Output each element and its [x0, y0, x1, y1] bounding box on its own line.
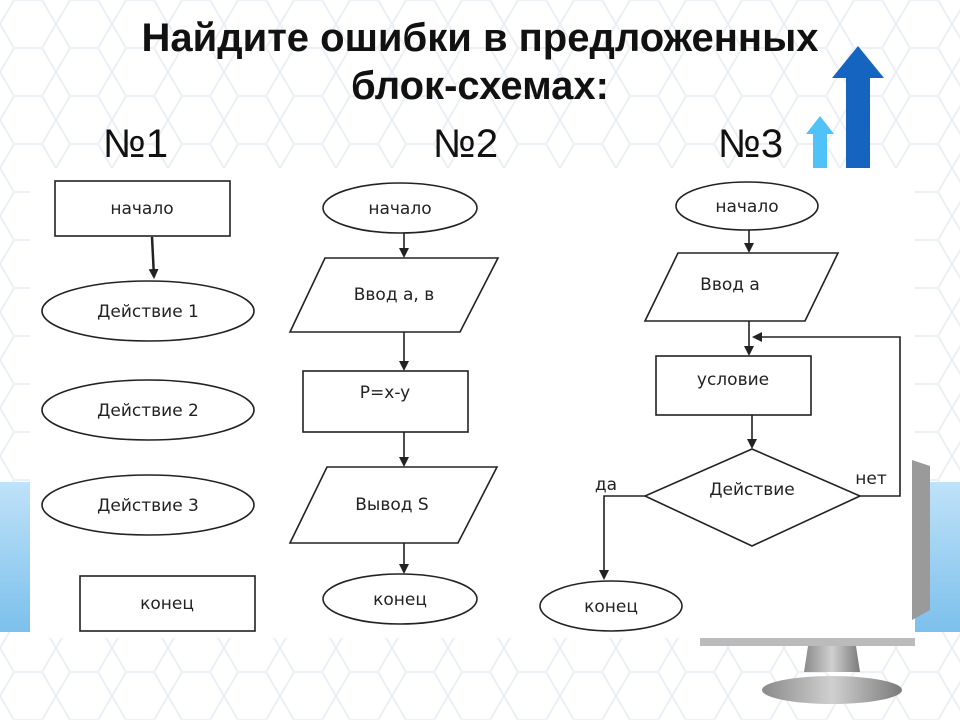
- fc1-start-text: начало: [110, 199, 173, 219]
- fc1-action-2: [41, 379, 255, 441]
- up-arrow-icon: [806, 46, 884, 168]
- diagram-2-label: №2: [433, 122, 499, 166]
- fc1-end-text: конец: [140, 594, 194, 614]
- fc2-input-text: Ввод а, в: [354, 285, 434, 305]
- fc1-action-3-text: Действие 3: [97, 496, 199, 516]
- fc2-process-text: P=x-y: [360, 383, 410, 403]
- fc1-action-1-text: Действие 1: [97, 302, 199, 322]
- fc2-input-block: [288, 257, 500, 333]
- diagram-3-label: №3: [718, 122, 784, 166]
- fc3-no-loop: [752, 332, 901, 497]
- fc3-start-block: [675, 181, 819, 231]
- flowchart-2: начало Ввод а, в P=x-y Вывод S конец: [288, 182, 500, 625]
- fc2-start-text: начало: [368, 199, 431, 219]
- page-title: Найдите ошибки в предложенных блок-схема…: [0, 14, 960, 110]
- fc1-start-block: [54, 180, 231, 237]
- fc3-decision-block: [643, 448, 862, 547]
- fc1-action-3: [41, 474, 255, 536]
- fc3-yes-branch: [599, 495, 645, 580]
- flowchart-3: начало Ввод а условие Действие нет да ко…: [539, 181, 901, 632]
- diagram-1-label: №1: [103, 122, 169, 166]
- fc3-condition-text: условие: [697, 370, 769, 390]
- fc2-end-text: конец: [373, 590, 427, 610]
- fc3-end-block: [539, 580, 683, 632]
- fc3-decision-text: Действие: [709, 480, 795, 500]
- fc1-arrow-1: [148, 236, 159, 279]
- fc3-yes-label: да: [595, 475, 617, 495]
- fc2-output-text: Вывод S: [355, 495, 428, 515]
- fc2-end-block: [322, 573, 478, 625]
- title-line-2: блок-схемах:: [351, 64, 609, 108]
- fc2-process-block: [302, 370, 469, 433]
- flowchart-1: начало Действие 1 Действие 2 Действие 3 …: [41, 180, 256, 632]
- fc1-action-1: [41, 280, 255, 342]
- fc3-no-label: нет: [855, 469, 887, 489]
- fc3-start-text: начало: [715, 197, 778, 217]
- blue-band-left: [0, 482, 30, 632]
- title-line-1: Найдите ошибки в предложенных: [141, 16, 819, 60]
- fc3-end-text: конец: [584, 597, 638, 617]
- fc3-input-block: [643, 252, 840, 322]
- fc3-input-text: Ввод а: [700, 275, 760, 295]
- fc1-end-block: [79, 575, 256, 632]
- fc3-condition-block: [655, 355, 812, 416]
- fc2-start-block: [322, 182, 478, 234]
- monitor-stand-icon: [700, 460, 930, 704]
- fc2-output-block: [288, 466, 499, 544]
- fc1-action-2-text: Действие 2: [97, 401, 199, 421]
